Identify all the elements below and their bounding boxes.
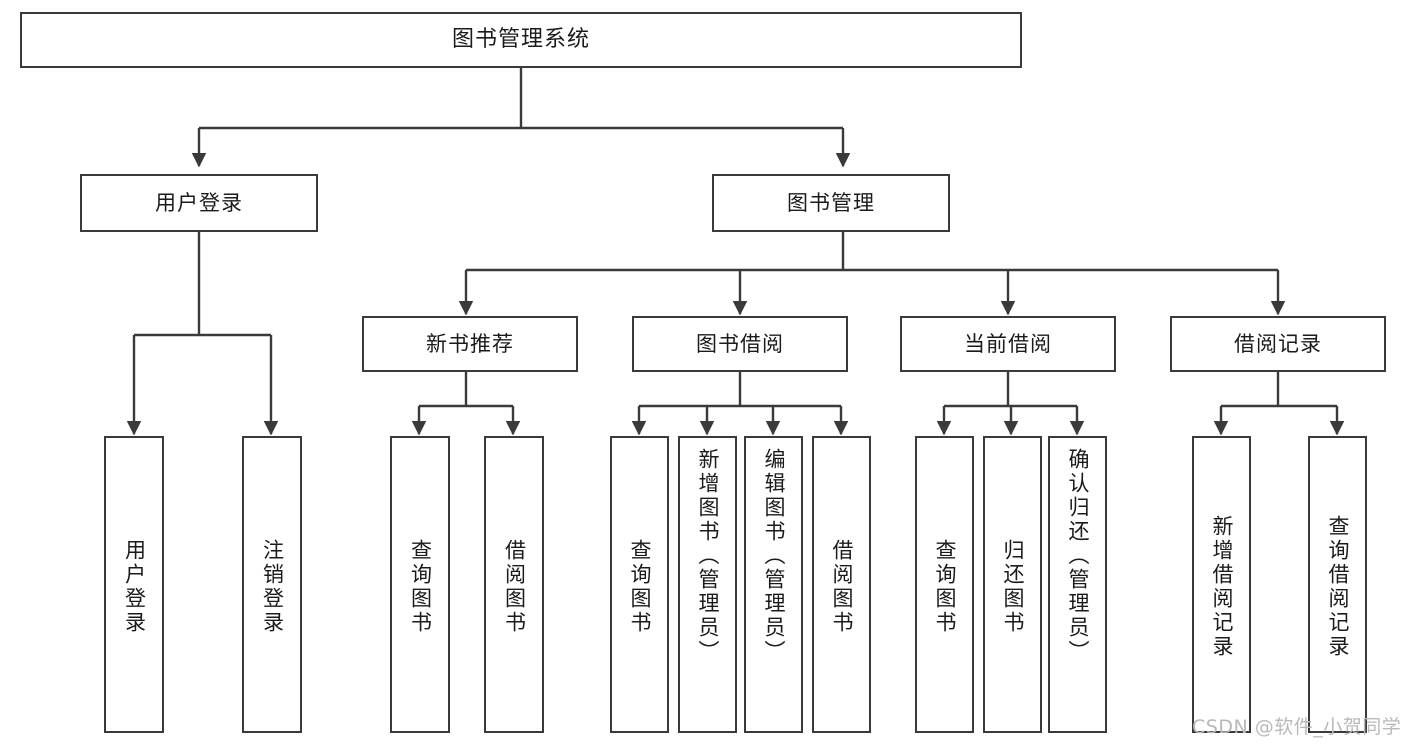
leaf-add-book-admin-inner: 新增图书（管理员）	[680, 442, 735, 737]
leaf-query-book-1-inner: 查询图书	[392, 442, 448, 731]
node-leaf-confirm-return-admin[interactable]: 确认归还（管理员）	[1048, 436, 1107, 733]
node-leaf-borrow-book-2[interactable]: 借阅图书	[812, 436, 871, 733]
node-leaf-query-borrow-record-label: 查询借阅记录	[1326, 514, 1350, 659]
node-leaf-query-book-1[interactable]: 查询图书	[390, 436, 450, 733]
node-leaf-add-borrow-record-label: 新增借阅记录	[1210, 514, 1234, 659]
edge-bookborrow-to-leaves	[631, 372, 849, 436]
node-leaf-query-book-3[interactable]: 查询图书	[915, 436, 974, 733]
leaf-borrow-book-1-inner: 借阅图书	[486, 442, 542, 731]
node-leaf-add-borrow-record[interactable]: 新增借阅记录	[1192, 436, 1251, 733]
leaf-query-borrow-record-inner: 查询借阅记录	[1310, 442, 1365, 731]
node-user-login[interactable]: 用户登录	[80, 174, 318, 232]
node-leaf-borrow-book-1[interactable]: 借阅图书	[484, 436, 544, 733]
leaf-edit-book-admin-inner: 编辑图书（管理员）	[746, 442, 801, 737]
edge-newbookrec-to-leaves	[411, 372, 521, 436]
node-user-login-label: 用户登录	[155, 190, 243, 215]
node-leaf-edit-book-admin[interactable]: 编辑图书（管理员）	[744, 436, 803, 733]
node-root-label: 图书管理系统	[451, 27, 590, 53]
node-leaf-confirm-return-admin-label: 确认归还（管理员）	[1066, 448, 1090, 664]
node-leaf-edit-book-admin-label: 编辑图书（管理员）	[762, 448, 786, 664]
leaf-confirm-return-admin-inner: 确认归还（管理员）	[1050, 442, 1105, 737]
leaf-add-borrow-record-inner: 新增借阅记录	[1194, 442, 1249, 731]
node-leaf-query-book-2-label: 查询图书	[628, 538, 652, 635]
node-new-book-recommend[interactable]: 新书推荐	[362, 316, 578, 372]
node-leaf-query-book-2[interactable]: 查询图书	[610, 436, 669, 733]
leaf-return-book-inner: 归还图书	[985, 442, 1040, 731]
node-leaf-borrow-book-1-label: 借阅图书	[502, 538, 527, 635]
node-book-manage-label: 图书管理	[787, 190, 875, 215]
edge-bookmanage-to-level3	[458, 232, 1286, 316]
node-borrow-record-label: 借阅记录	[1234, 331, 1322, 356]
node-book-manage[interactable]: 图书管理	[712, 174, 950, 232]
node-current-borrow[interactable]: 当前借阅	[900, 316, 1116, 372]
node-root[interactable]: 图书管理系统	[20, 12, 1022, 68]
leaf-query-book-2-inner: 查询图书	[612, 442, 667, 731]
node-leaf-borrow-book-2-label: 借阅图书	[830, 538, 854, 635]
leaf-logout-inner: 注销登录	[244, 442, 300, 731]
edge-root-to-level2	[191, 68, 851, 168]
node-borrow-record[interactable]: 借阅记录	[1170, 316, 1386, 372]
leaf-user-login-inner: 用户登录	[106, 442, 162, 731]
edge-userlogin-to-leaves	[126, 232, 279, 436]
node-leaf-return-book[interactable]: 归还图书	[983, 436, 1042, 733]
node-leaf-add-book-admin-label: 新增图书（管理员）	[696, 448, 720, 664]
edge-borrowrecord-to-leaves	[1213, 372, 1345, 436]
node-leaf-query-borrow-record[interactable]: 查询借阅记录	[1308, 436, 1367, 733]
node-leaf-return-book-label: 归还图书	[1001, 538, 1025, 635]
edge-currentborrow-to-leaves	[936, 372, 1085, 436]
node-new-book-recommend-label: 新书推荐	[426, 331, 514, 356]
node-leaf-query-book-1-label: 查询图书	[408, 538, 433, 635]
node-leaf-logout[interactable]: 注销登录	[242, 436, 302, 733]
node-leaf-user-login[interactable]: 用户登录	[104, 436, 164, 733]
node-leaf-user-login-label: 用户登录	[122, 538, 147, 635]
node-leaf-add-book-admin[interactable]: 新增图书（管理员）	[678, 436, 737, 733]
node-current-borrow-label: 当前借阅	[964, 331, 1052, 356]
node-book-borrow-label: 图书借阅	[696, 331, 784, 356]
node-leaf-query-book-3-label: 查询图书	[933, 538, 957, 635]
node-leaf-logout-label: 注销登录	[260, 538, 285, 635]
leaf-query-book-3-inner: 查询图书	[917, 442, 972, 731]
leaf-borrow-book-2-inner: 借阅图书	[814, 442, 869, 731]
node-book-borrow[interactable]: 图书借阅	[632, 316, 848, 372]
